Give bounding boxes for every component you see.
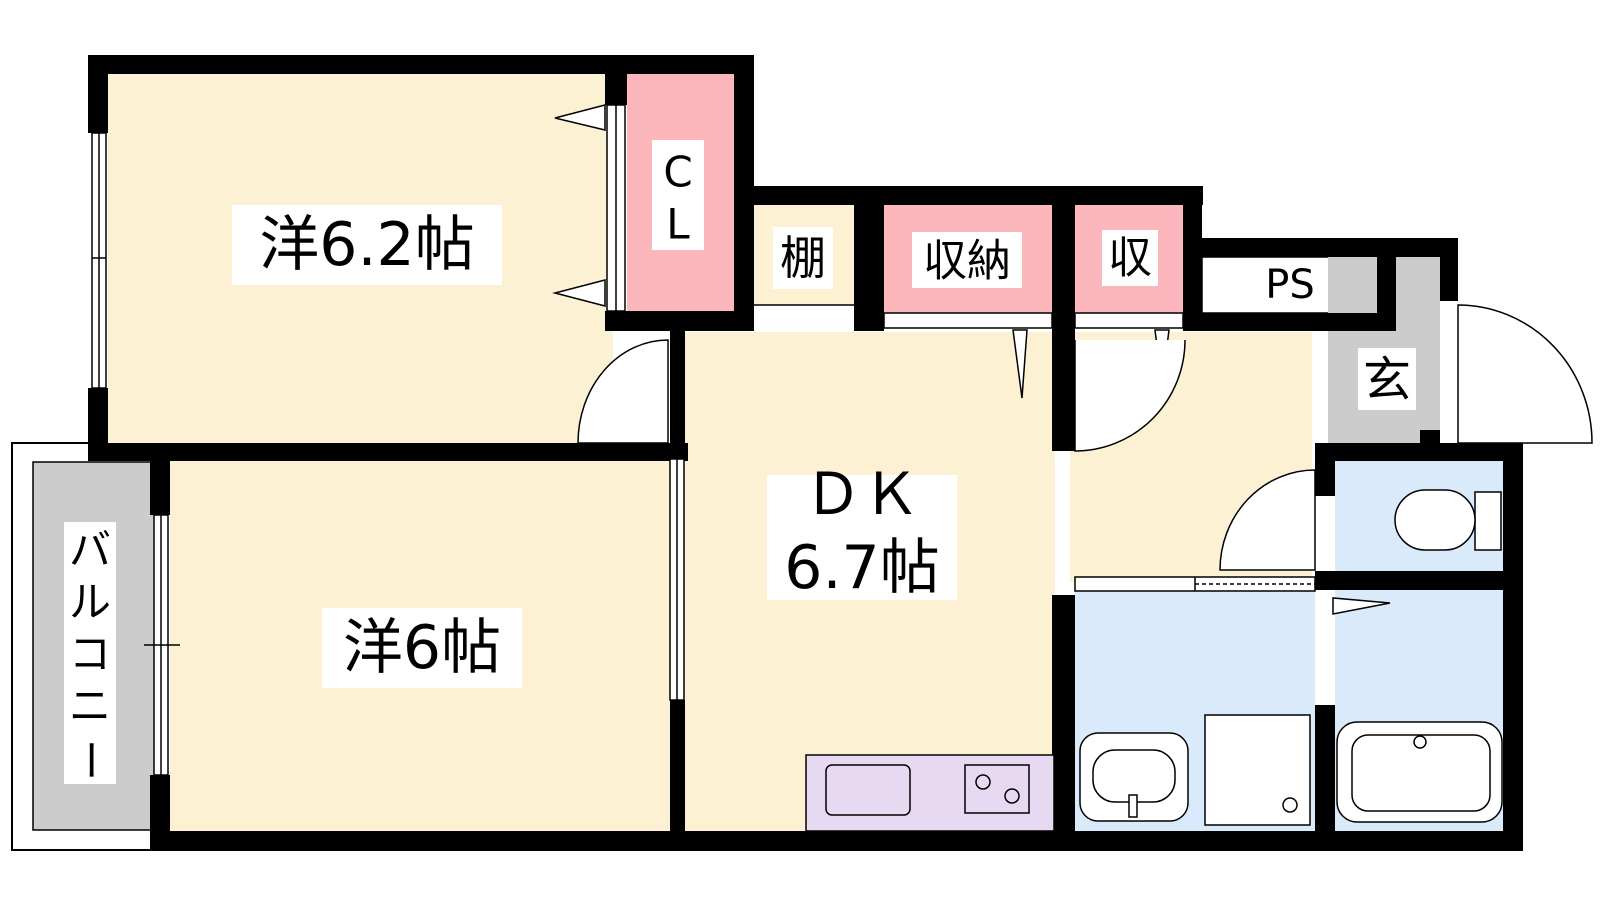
storage-label-bg: [912, 232, 1022, 288]
dk-title-label: ＤＫ: [804, 460, 920, 528]
fixtures: [1079, 489, 1503, 826]
sink: [825, 764, 911, 816]
shelf-label-bg: [773, 227, 833, 289]
balcony-label-char-5: ー: [66, 739, 115, 781]
closet-label-l: L: [666, 200, 690, 249]
balcony-label-char-1: バ: [69, 526, 111, 575]
storage-small-label-bg: [1102, 230, 1158, 286]
western-room-1-label-bg: [232, 205, 502, 285]
storage-small-label: 収: [1108, 233, 1152, 284]
balcony-label-char-2: ル: [69, 578, 111, 627]
toilet-bowl: [1394, 489, 1476, 551]
dk-size-label: 6.7帖: [784, 533, 939, 603]
balcony-label-bg: [64, 522, 116, 784]
kitchen-counter: [805, 754, 1055, 832]
storage-label: 収納: [923, 236, 1011, 287]
dk-label-bg: [767, 475, 957, 600]
western-room-1-label: 洋6.2帖: [259, 210, 474, 280]
western-room-2-label-bg: [322, 608, 522, 688]
balcony-label-char-3: コ: [69, 630, 111, 679]
windows: [91, 132, 180, 776]
closet-label-bg: [652, 140, 704, 250]
closet-label-c: C: [663, 148, 692, 197]
entrance-label-bg: [1358, 348, 1416, 410]
stove: [964, 764, 1030, 814]
burner-1: [975, 774, 991, 790]
balcony-label-char-4: ニ: [69, 682, 111, 731]
western-room-2-label: 洋6帖: [343, 613, 501, 683]
burner-2: [1004, 788, 1020, 804]
shelf-label: 棚: [780, 231, 826, 285]
entrance-label: 玄: [1363, 352, 1411, 408]
pipe-space-label: PS: [1265, 262, 1315, 308]
door-swings: [577, 304, 1593, 701]
walls: [88, 55, 1523, 851]
toilet-tank: [1474, 491, 1502, 551]
